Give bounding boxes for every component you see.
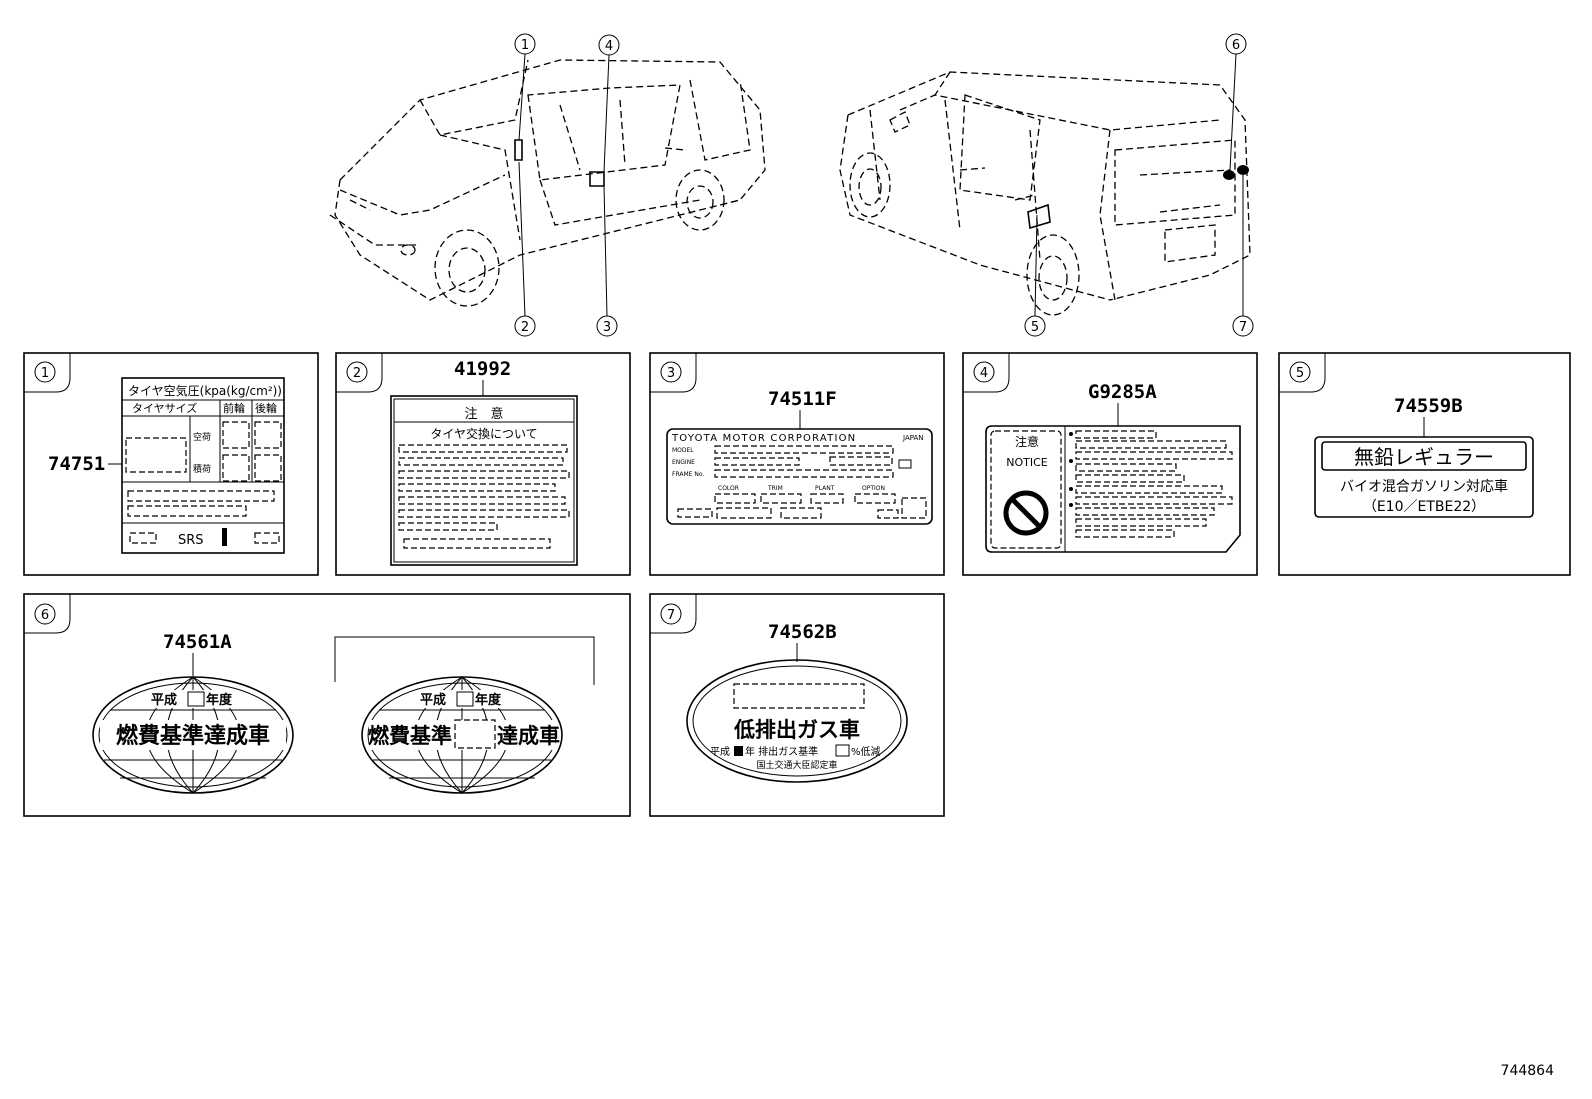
diagram-id: 744864 xyxy=(1501,1063,1555,1079)
svg-text:1: 1 xyxy=(41,366,49,381)
svg-text:注 意: 注 意 xyxy=(464,406,503,422)
svg-text:後輪: 後輪 xyxy=(255,401,277,415)
svg-text:タイヤ交換について: タイヤ交換について xyxy=(430,426,537,441)
svg-text:OPTION: OPTION xyxy=(862,485,885,492)
vehicle-callouts: 1 2 3 4 5 6 7 xyxy=(514,33,1254,337)
part-number-74561A: 74561A xyxy=(163,631,232,653)
svg-text:年度: 年度 xyxy=(475,692,502,708)
svg-text:MODEL: MODEL xyxy=(672,447,694,454)
svg-text:燃費基準達成車: 燃費基準達成車 xyxy=(116,723,270,749)
svg-text:TOYOTA MOTOR CORPORATION: TOYOTA MOTOR CORPORATION xyxy=(671,433,856,444)
svg-text:PLANT: PLANT xyxy=(815,485,835,492)
svg-text:NOTICE: NOTICE xyxy=(1006,456,1048,469)
panel-4: 4 G9285A 注意 NOTICE xyxy=(962,352,1258,576)
panel-1: 1 74751 タイヤ空気圧(kpa(kg/cm²)) タイヤサイズ 前輪 後輪… xyxy=(23,352,319,576)
svg-text:4: 4 xyxy=(980,366,988,381)
svg-text:平成: 平成 xyxy=(710,746,730,758)
panel-2: 2 41992 注 意 タイヤ交換について xyxy=(335,352,631,576)
panel-3: 3 74511F TOYOTA MOTOR CORPORATION JAPAN … xyxy=(649,352,945,576)
part-number-G9285A: G9285A xyxy=(1088,381,1157,403)
svg-text:TRIM: TRIM xyxy=(767,485,783,492)
part-number-74511F: 74511F xyxy=(768,388,837,410)
svg-text:3: 3 xyxy=(667,366,675,381)
svg-text:JAPAN: JAPAN xyxy=(902,434,924,442)
callout-5: 5 xyxy=(1024,214,1046,337)
low-emission-emblem: 低排出ガス車 平成 年 排出ガス基準 %低減 国土交通大臣認定車 xyxy=(686,659,908,783)
svg-text:バイオ混合ガソリン対応車: バイオ混合ガソリン対応車 xyxy=(1340,478,1508,495)
panel-6: 6 74561A 平成 年度 燃費基準達成車 xyxy=(23,593,631,817)
svg-text:低排出ガス車: 低排出ガス車 xyxy=(733,718,860,742)
svg-text:5: 5 xyxy=(1296,366,1304,381)
notice-label: 注意 NOTICE xyxy=(985,425,1241,553)
svg-text:5: 5 xyxy=(1031,320,1039,335)
callout-6: 6 xyxy=(1225,33,1247,171)
svg-text:達成車: 達成車 xyxy=(497,724,560,748)
panel-7: 7 74562B 低排出ガス車 平成 年 排出ガス基準 %低減 国土交通大臣認定… xyxy=(649,593,945,817)
callout-3: 3 xyxy=(596,185,618,337)
svg-text:6: 6 xyxy=(1232,38,1240,53)
tire-pressure-label: タイヤ空気圧(kpa(kg/cm²)) タイヤサイズ 前輪 後輪 空荷 積荷 S… xyxy=(121,377,285,554)
callout-7: 7 xyxy=(1232,175,1254,337)
svg-text:%低減: %低減 xyxy=(851,745,881,758)
part-number-74559B: 74559B xyxy=(1394,395,1463,417)
svg-text:空荷: 空荷 xyxy=(193,431,211,443)
svg-text:4: 4 xyxy=(605,39,613,54)
svg-text:平成: 平成 xyxy=(151,692,177,708)
unleaded-fuel-label: 無鉛レギュラー バイオ混合ガソリン対応車 （E10／ETBE22） xyxy=(1314,436,1534,518)
svg-text:タイヤサイズ: タイヤサイズ xyxy=(132,401,197,415)
svg-text:注意: 注意 xyxy=(1015,434,1039,449)
tire-caution-label: 注 意 タイヤ交換について xyxy=(390,395,578,566)
svg-text:7: 7 xyxy=(1239,320,1247,335)
model-plate-label: TOYOTA MOTOR CORPORATION JAPAN MODEL ENG… xyxy=(666,428,933,525)
svg-text:前輪: 前輪 xyxy=(223,401,245,415)
svg-text:7: 7 xyxy=(667,608,675,623)
svg-text:平成: 平成 xyxy=(420,692,446,708)
svg-text:3: 3 xyxy=(603,320,611,335)
svg-text:無鉛レギュラー: 無鉛レギュラー xyxy=(1354,445,1494,469)
callout-1: 1 xyxy=(514,33,536,141)
svg-text:（E10／ETBE22）: （E10／ETBE22） xyxy=(1363,499,1485,515)
callout-4: 4 xyxy=(598,34,620,173)
svg-text:年度: 年度 xyxy=(206,692,233,708)
svg-text:2: 2 xyxy=(353,366,361,381)
svg-text:1: 1 xyxy=(521,38,529,53)
svg-text:積荷: 積荷 xyxy=(193,463,211,475)
svg-text:年 排出ガス基準: 年 排出ガス基準 xyxy=(745,745,818,758)
svg-text:6: 6 xyxy=(41,608,49,623)
svg-text:SRS: SRS xyxy=(178,533,204,548)
panel-5: 5 74559B 無鉛レギュラー バイオ混合ガソリン対応車 （E10／ETBE2… xyxy=(1278,352,1571,576)
svg-text:国土交通大臣認定車: 国土交通大臣認定車 xyxy=(756,759,837,771)
vehicle-rear-view xyxy=(839,71,1251,316)
part-number-41992: 41992 xyxy=(454,358,511,380)
fuel-standard-emblem-a: 平成 年度 燃費基準達成車 xyxy=(92,676,294,794)
svg-text:ENGINE: ENGINE xyxy=(672,459,695,466)
part-number-74562B: 74562B xyxy=(768,621,837,643)
callout-2: 2 xyxy=(514,161,536,337)
svg-text:燃費基準: 燃費基準 xyxy=(368,724,452,748)
svg-text:FRAME No.: FRAME No. xyxy=(672,471,704,478)
fuel-standard-emblem-b: 平成 年度 燃費基準 達成車 xyxy=(361,676,563,794)
prohibited-icon xyxy=(1003,490,1049,536)
svg-text:タイヤ空気圧(kpa(kg/cm²)): タイヤ空気圧(kpa(kg/cm²)) xyxy=(128,383,282,398)
vehicle-front-view xyxy=(329,59,766,307)
svg-text:2: 2 xyxy=(521,320,529,335)
part-number-74751: 74751 xyxy=(48,453,105,475)
svg-text:COLOR: COLOR xyxy=(718,485,739,492)
